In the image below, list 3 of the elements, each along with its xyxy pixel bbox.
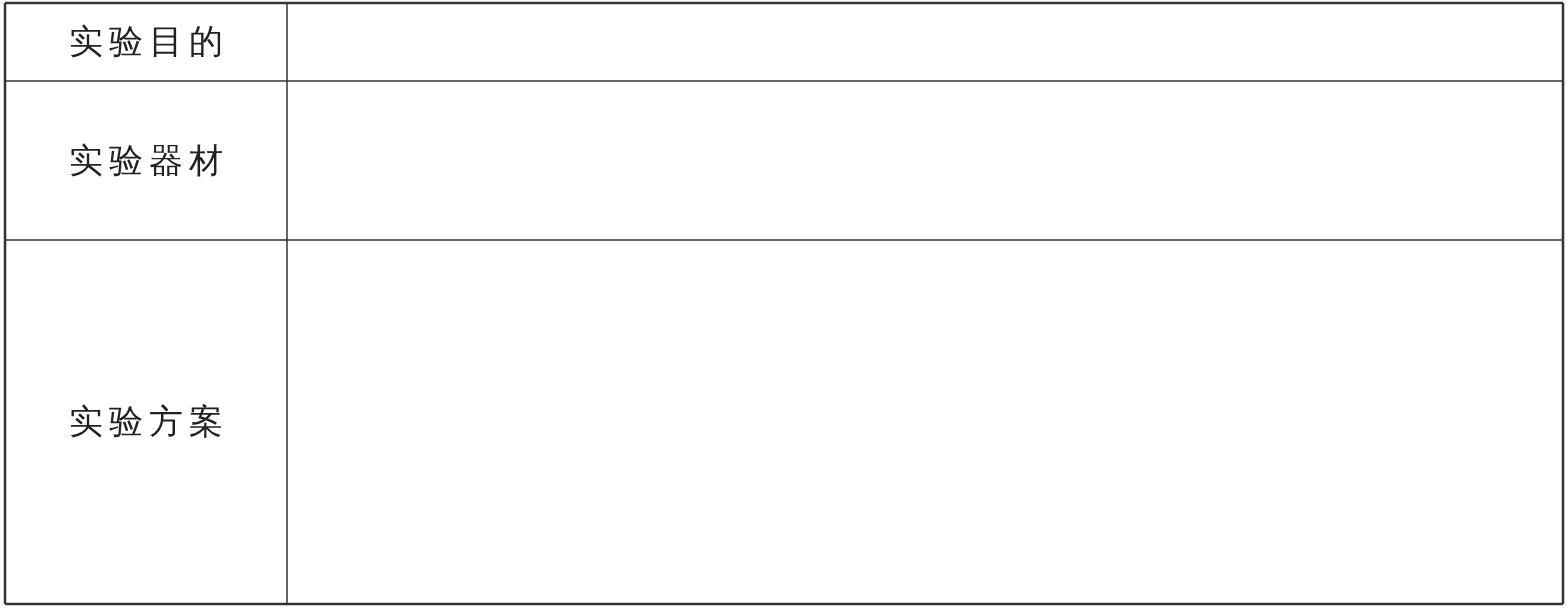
row-header: 实验方案 xyxy=(69,400,229,443)
row-header: 实验器材 xyxy=(69,138,229,182)
row-header: 实验目的 xyxy=(69,20,229,63)
